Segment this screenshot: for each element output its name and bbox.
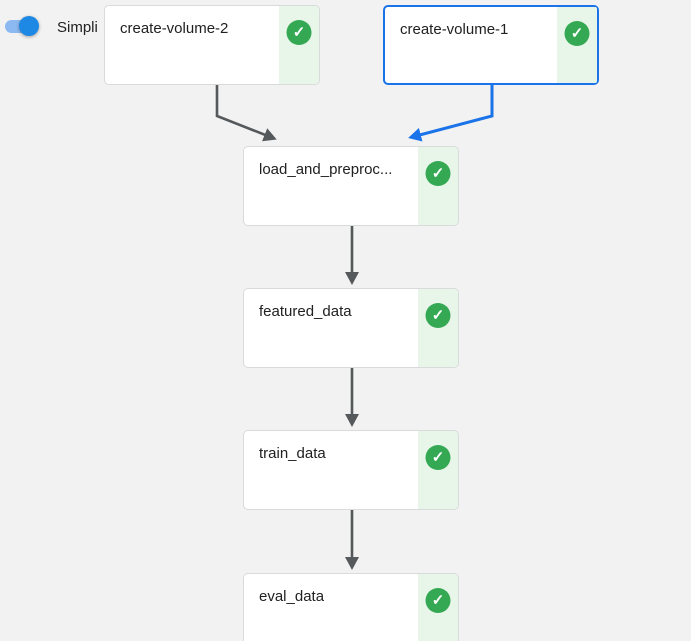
- simplify-toggle[interactable]: [3, 14, 49, 40]
- status-strip: ✓: [279, 6, 319, 84]
- success-icon: ✓: [425, 588, 451, 613]
- success-icon: ✓: [425, 161, 451, 186]
- edge-create-volume-1-to-load: [408, 85, 494, 142]
- node-label: train_data: [259, 445, 326, 462]
- node-featured-data[interactable]: featured_data ✓: [243, 288, 459, 368]
- node-create-volume-2[interactable]: create-volume-2 ✓: [104, 5, 320, 85]
- status-strip: ✓: [418, 431, 458, 509]
- node-create-volume-1[interactable]: create-volume-1 ✓: [383, 5, 599, 85]
- node-label: load_and_preproc...: [259, 161, 393, 178]
- status-strip: ✓: [418, 147, 458, 225]
- node-label: create-volume-2: [120, 20, 229, 37]
- status-strip: ✓: [418, 289, 458, 367]
- simplify-toggle-label: Simpli: [57, 19, 98, 36]
- toggle-thumb-icon: [19, 16, 39, 36]
- node-label: eval_data: [259, 588, 325, 605]
- node-label: create-volume-1: [400, 21, 509, 38]
- status-strip: ✓: [557, 7, 597, 83]
- node-eval-data[interactable]: eval_data ✓: [243, 573, 459, 641]
- node-label: featured_data: [259, 303, 352, 320]
- node-load-and-preprocess[interactable]: load_and_preproc... ✓: [243, 146, 459, 226]
- node-train-data[interactable]: train_data ✓: [243, 430, 459, 510]
- success-icon: ✓: [564, 21, 590, 46]
- status-strip: ✓: [418, 574, 458, 641]
- success-icon: ✓: [425, 303, 451, 328]
- success-icon: ✓: [286, 20, 312, 45]
- success-icon: ✓: [425, 445, 451, 470]
- edge-create-volume-2-to-load: [215, 85, 277, 142]
